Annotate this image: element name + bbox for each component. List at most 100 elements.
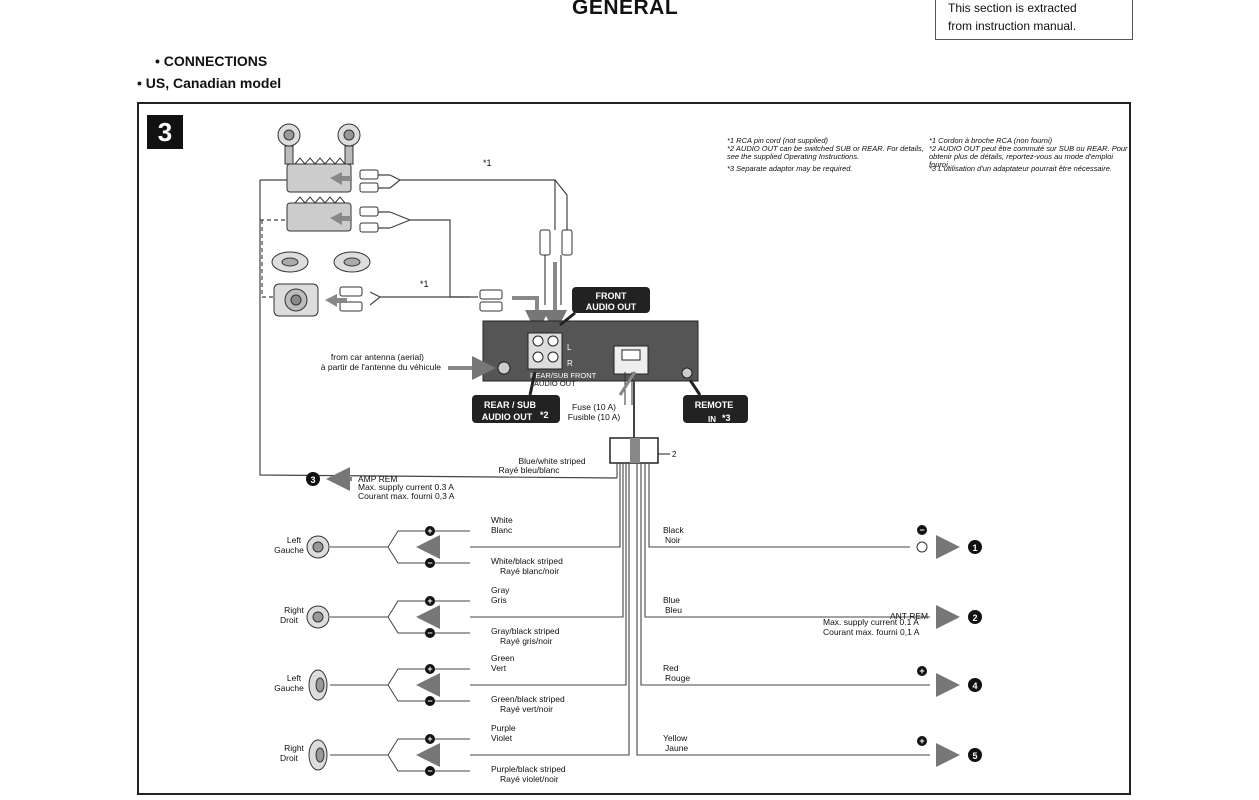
power-wire-en: Blue (663, 595, 680, 605)
source-note-line-2: from instruction manual. (948, 19, 1077, 33)
antenna-label-en: from car antenna (aerial) (331, 352, 424, 362)
footnotes-english: *1 RCA pin cord (not supplied) *2 AUDIO … (727, 136, 924, 173)
power-wire-fr: Bleu (665, 605, 682, 615)
amp-rem-marker: 3 (306, 467, 352, 491)
plus-icon (425, 734, 435, 744)
plus-sign: + (919, 666, 924, 676)
footnote-2-en: *2 AUDIO OUT can be switched SUB or REAR… (727, 145, 924, 161)
power-wire-en: Black (663, 525, 685, 535)
footnote-1-en: *1 RCA pin cord (not supplied) (727, 136, 829, 145)
tweeter-icon (277, 123, 361, 165)
harness-wires (470, 463, 930, 756)
cord-ref-sub: *1 (420, 279, 429, 289)
ant-rem-current-fr: Courant max. fourni 0,1 A (823, 627, 920, 637)
speaker-cone-icon (315, 747, 325, 763)
harness-connector (609, 437, 670, 464)
plus-sign: + (919, 736, 924, 746)
jack-label-2: AUDIO OUT (534, 379, 576, 388)
amp-rem-num: 3 (310, 475, 315, 485)
speaker-pair-icon (271, 251, 371, 273)
minus-icon (425, 558, 435, 568)
negative-wire-fr: Rayé blanc/noir (500, 566, 559, 576)
footnote-3-fr: *3 L'utilisation d'un adaptateur pourrai… (929, 165, 1112, 173)
jack-l-label: L (567, 343, 572, 352)
jack-label-1: REAR/SUB FRONT (530, 371, 597, 380)
speaker-cone-icon (312, 541, 324, 553)
speaker-lead (330, 530, 470, 564)
connection-number-badge (968, 540, 982, 554)
speaker-lead (330, 738, 470, 772)
minus-sign: − (427, 628, 432, 638)
positive-wire-en: White (491, 515, 513, 525)
speaker-side-fr: Droit (280, 615, 299, 625)
jack-r-label: R (567, 359, 573, 368)
speaker-side-en: Right (284, 605, 304, 615)
connection-number-badge (968, 678, 982, 692)
minus-icon (425, 696, 435, 706)
footnote-2-fr-box: *2 AUDIO OUT peut être commuté sur SUB o… (929, 145, 1128, 167)
footnote-2-fr: *2 AUDIO OUT peut être commuté sur SUB o… (929, 145, 1128, 167)
model-heading: • US, Canadian model (137, 75, 282, 91)
amp-rem-current-fr: Courant max. fourni 0,3 A (358, 491, 455, 501)
connection-number: 4 (972, 681, 977, 691)
plus-icon (425, 596, 435, 606)
remote-label-2: IN (708, 415, 716, 424)
rear-sub-ref: *2 (540, 410, 549, 420)
positive-wire-en: Green (491, 653, 515, 663)
connector-ref: 2 (672, 450, 677, 459)
negative-wire-fr: Rayé vert/noir (500, 704, 553, 714)
speaker-side-en: Right (284, 743, 304, 753)
speaker-cone-icon (312, 611, 324, 623)
plus-sign: + (427, 734, 432, 744)
footnote-3-fr-box: *3 L'utilisation d'un adaptateur pourrai… (929, 165, 1112, 173)
rear-sub-audio-out-callout: REAR / SUB AUDIO OUT *2 (472, 371, 560, 423)
speaker-side-fr: Gauche (274, 683, 304, 693)
connection-number: 2 (972, 613, 977, 623)
ant-rem-current-en: Max. supply current 0.1 A (823, 617, 919, 627)
amp-rem-wire-en: Blue/white striped (518, 456, 585, 466)
page-title: GENERAL (572, 0, 679, 19)
footnote-1-fr: *1 Cordon à broche RCA (non fourni) (929, 136, 1053, 145)
amp-rem-wire-fr: Rayé bleu/blanc (499, 465, 561, 475)
positive-wire-fr: Gris (491, 595, 507, 605)
minus-icon (425, 628, 435, 638)
head-unit (482, 320, 699, 382)
connection-number: 1 (972, 543, 977, 553)
plus-icon (425, 526, 435, 536)
antenna-label-fr: à partir de l'antenne du véhicule (321, 362, 442, 372)
connection-number-badge (968, 748, 982, 762)
power-wire-en: Red (663, 663, 679, 673)
ground-lug-icon (916, 541, 928, 553)
source-note: This section is extracted from instructi… (935, 0, 1133, 40)
negative-wire-en: Purple/black striped (491, 764, 566, 774)
plus-icon (425, 664, 435, 674)
rear-sub-label-2: AUDIO OUT (482, 412, 533, 422)
amp-rem-current-en: Max. supply current 0.3 A (358, 482, 454, 492)
power-wire-en: Yellow (663, 733, 688, 743)
ant-rem-label: ANT REM (890, 611, 928, 621)
cord-ref-top: *1 (483, 158, 492, 168)
minus-sign: − (919, 525, 924, 535)
rca-cables (259, 174, 618, 479)
speaker-lead (330, 600, 470, 634)
figure-number: 3 (147, 115, 183, 149)
footnote-3-en: *3 Separate adaptor may be required. (727, 164, 853, 173)
plus-icon (917, 666, 927, 676)
power-rows: BlackNoir−1BlueBleu2RedRouge+4YellowJaun… (663, 525, 982, 767)
connection-number-badge (968, 610, 982, 624)
fuse-label-en: Fuse (10 A) (572, 402, 616, 412)
negative-wire-en: Green/black striped (491, 694, 565, 704)
rear-sub-label-1: REAR / SUB (484, 400, 537, 410)
fuse-label-fr: Fusible (10 A) (568, 412, 621, 422)
minus-sign: − (427, 766, 432, 776)
front-audio-out-callout: FRONT AUDIO OUT (559, 287, 650, 327)
positive-wire-en: Gray (491, 585, 510, 595)
